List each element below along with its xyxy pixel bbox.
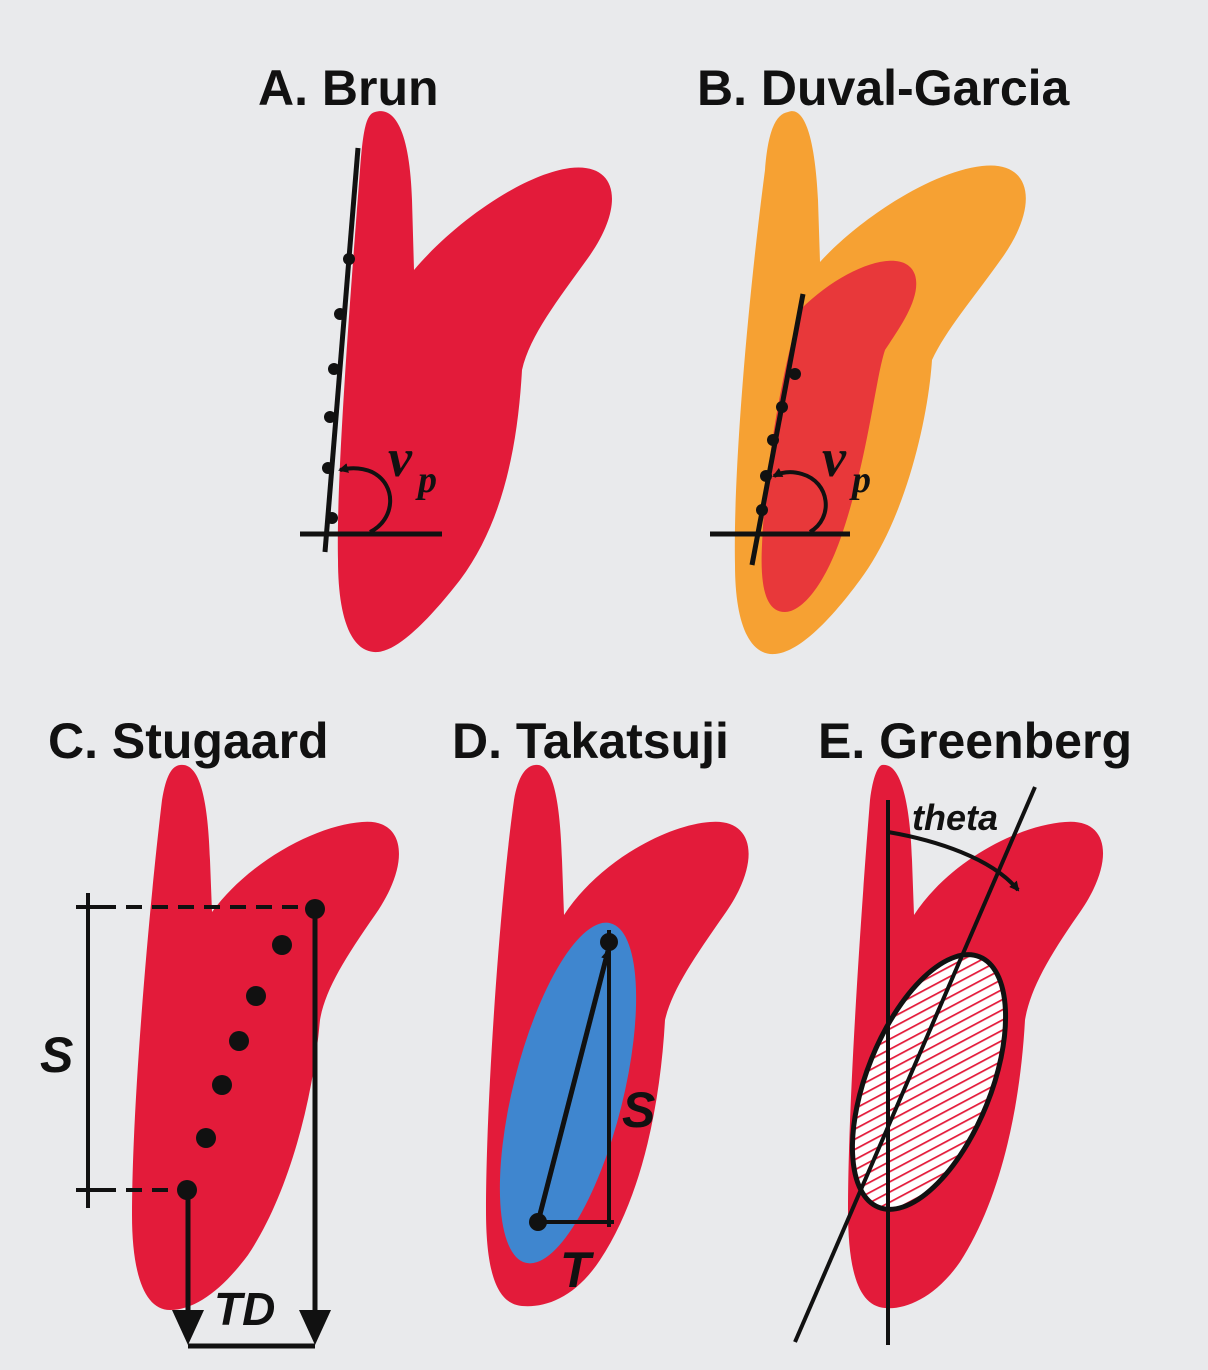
centroid-dot-a <box>326 512 338 524</box>
panel-e: E. Greenberg theta <box>795 713 1132 1345</box>
centroid-dot-a <box>324 411 336 423</box>
panel-e-title: E. Greenberg <box>818 713 1132 769</box>
panel-a: A. Brun v p <box>258 60 612 652</box>
centroid-dot-c <box>272 935 292 955</box>
end-point-d <box>600 933 618 951</box>
centroid-dot-c <box>229 1031 249 1051</box>
panel-a-title: A. Brun <box>258 60 439 116</box>
arrowhead-right-c <box>299 1310 331 1345</box>
centroid-dot-a <box>322 462 334 474</box>
panel-d-title: D. Takatsuji <box>452 713 729 769</box>
panel-b-title: B. Duval-Garcia <box>697 60 1071 116</box>
angle-symbol-b: v <box>822 428 847 488</box>
centroid-dot-c <box>212 1075 232 1095</box>
span-label-d: S <box>622 1082 655 1138</box>
centroid-dot-b <box>756 504 768 516</box>
centroid-dot-c <box>196 1128 216 1148</box>
centroid-dot-a <box>328 363 340 375</box>
lesion-shape-a <box>338 111 612 652</box>
centroid-dot-c <box>246 986 266 1006</box>
arrowhead-left-c <box>172 1310 204 1345</box>
lesion-shape-c <box>132 765 399 1310</box>
centroid-dot-b <box>767 434 779 446</box>
angle-subscript-b: p <box>849 459 871 501</box>
travel-label-d: T <box>560 1242 595 1298</box>
span-label-c: S <box>40 1027 73 1083</box>
start-point-d <box>529 1213 547 1231</box>
angle-label-e: theta <box>912 797 998 838</box>
angle-subscript-a: p <box>415 459 437 501</box>
centroid-dot-b <box>776 401 788 413</box>
centroid-dot-a <box>334 308 346 320</box>
panel-d: D. Takatsuji S T <box>452 713 749 1306</box>
distance-label-c: TD <box>214 1283 275 1335</box>
angle-symbol-a: v <box>388 428 413 488</box>
panel-c-title: C. Stugaard <box>48 713 329 769</box>
panel-b: B. Duval-Garcia v p <box>697 60 1071 654</box>
centroid-dot-b <box>760 470 772 482</box>
centroid-dot-b <box>789 368 801 380</box>
panel-c: C. Stugaard S TD <box>40 713 399 1346</box>
centroid-dot-a <box>343 253 355 265</box>
